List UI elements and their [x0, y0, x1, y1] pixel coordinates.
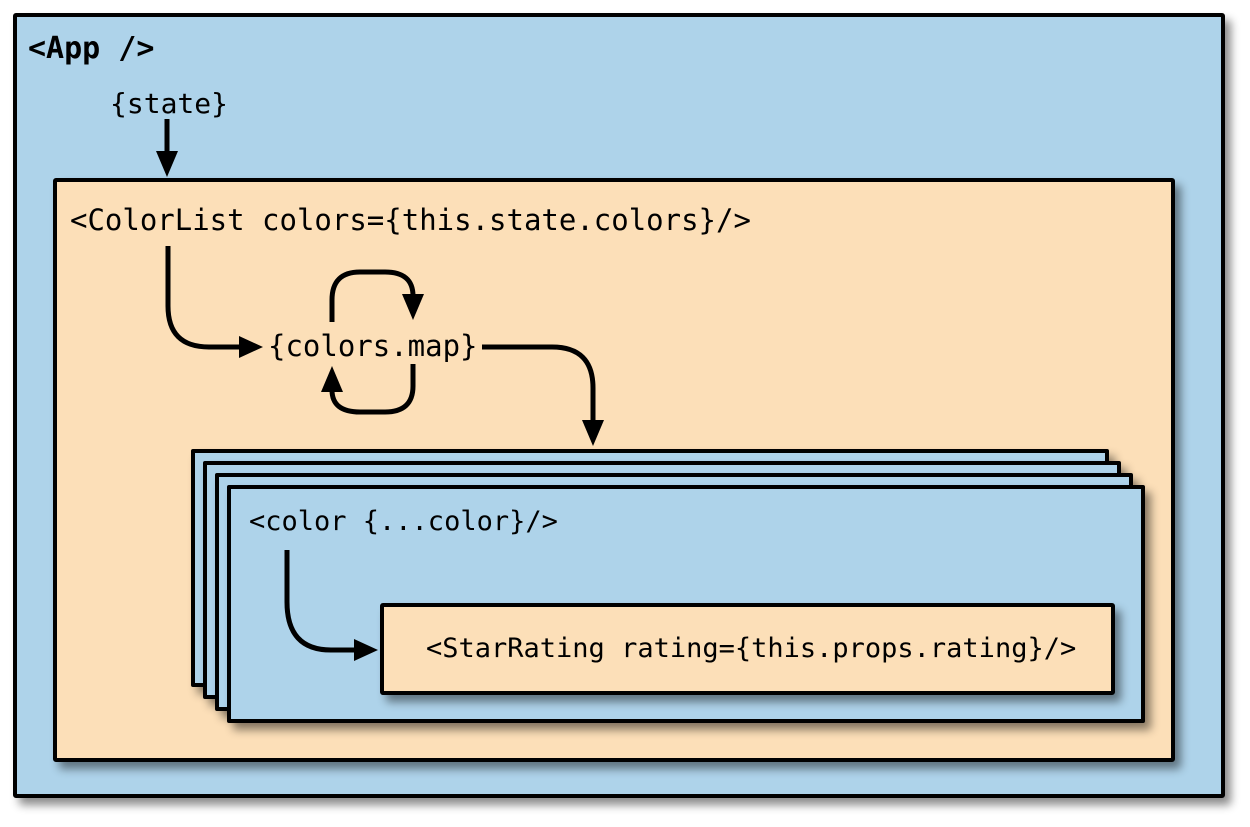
app-component-box: <App /> {state} <ColorList colors={this.…: [13, 13, 1225, 798]
colorlist-label: <ColorList colors={this.state.colors}/>: [70, 203, 751, 237]
state-label: {state}: [110, 87, 229, 120]
color-card-front: <color {...color}/> <StarRating rating={…: [227, 485, 1145, 723]
app-label: <App />: [28, 31, 155, 66]
colorlist-component-box: <ColorList colors={this.state.colors}/> …: [53, 178, 1175, 762]
star-rating-component-box: <StarRating rating={this.props.rating}/>: [380, 603, 1115, 695]
colors-map-label: {colors.map}: [268, 329, 478, 363]
color-spread-label: <color {...color}/>: [249, 506, 558, 537]
star-rating-label: <StarRating rating={this.props.rating}/>: [426, 633, 1077, 665]
